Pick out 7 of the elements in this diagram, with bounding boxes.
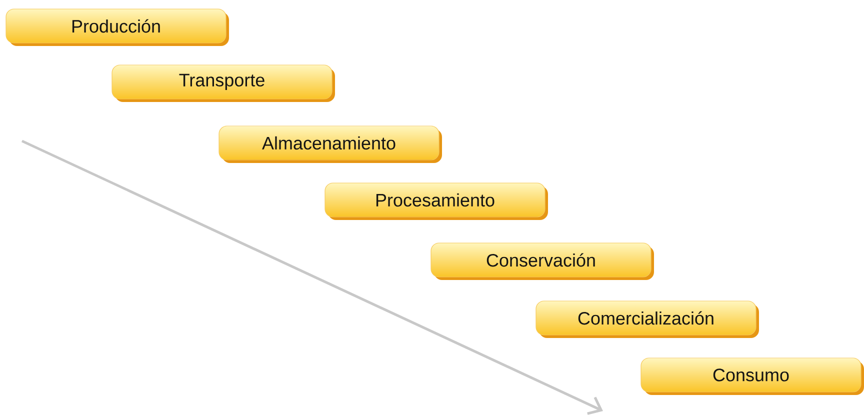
stage-box: Almacenamiento [218,126,442,163]
stage-box: Comercialización [536,300,759,338]
stage-box: Consumo [640,358,864,395]
stage-box: Producción [6,8,229,46]
stage-box: Transporte [112,64,335,102]
stage-box: Conservación [430,242,654,280]
stage-box: Procesamiento [324,182,548,220]
